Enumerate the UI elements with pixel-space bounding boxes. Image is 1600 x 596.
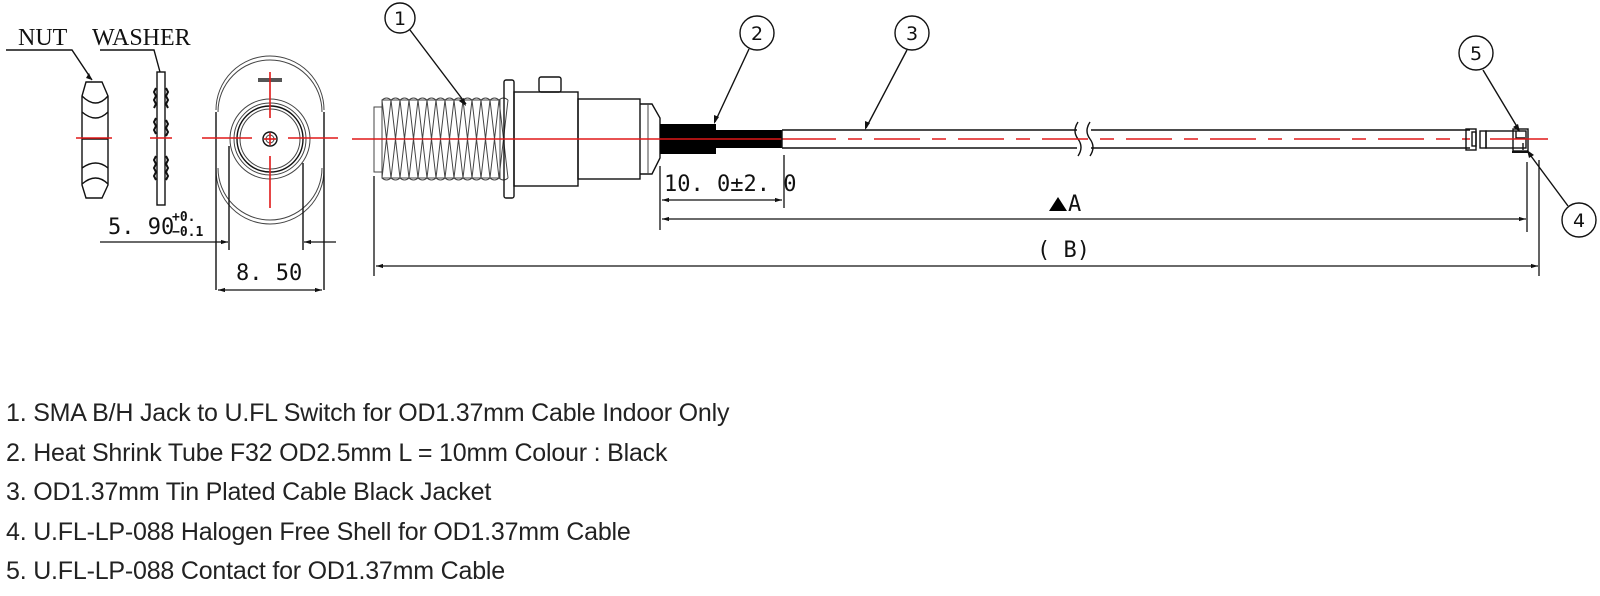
thread-crest (435, 97, 446, 181)
critical-dimension-marker-icon (1049, 197, 1067, 211)
thread-crest (471, 97, 482, 181)
ufl-connector (1465, 128, 1548, 153)
svg-text:2: 2 (751, 23, 763, 45)
washer-part: WASHER (92, 25, 191, 206)
nut-leader (6, 49, 93, 81)
length-a-label: A (1068, 192, 1081, 217)
hole-tol-plus: +0. (172, 210, 195, 225)
balloon-2: 2 (714, 15, 775, 124)
balloon-4: 4 (1527, 150, 1597, 238)
bom-item: 5. U.FL-LP-088 Contact for OD1.37mm Cabl… (6, 557, 505, 585)
thread-crest (381, 97, 392, 181)
sma-connector-side-view (352, 76, 790, 199)
balloon-3: 3 (865, 15, 930, 130)
connector-front-view (202, 55, 338, 290)
thread-crest (453, 97, 464, 181)
thread-crest (408, 97, 419, 181)
thread-crest (390, 97, 401, 181)
length-b-label: ( B) (1037, 238, 1090, 263)
bom-item: 2. Heat Shrink Tube F32 OD2.5mm L = 10mm… (6, 438, 668, 467)
thread-crest (426, 97, 437, 181)
svg-text:1: 1 (394, 8, 406, 30)
nut-part: NUT (6, 25, 112, 199)
length-dimensions: 10. 0±2. 0 A ( B) (373, 155, 1540, 276)
bom-item: 1. SMA B/H Jack to U.FL Switch for OD1.3… (6, 399, 730, 427)
svg-text:5: 5 (1470, 43, 1482, 65)
cable-assembly-drawing: NUT WASHER 5 (6, 2, 1597, 293)
balloon-5: 5 (1458, 35, 1520, 132)
svg-text:3: 3 (906, 23, 918, 45)
thread-crest (444, 97, 455, 181)
washer-leader (100, 49, 161, 73)
thread-crest (462, 97, 473, 181)
svg-text:4: 4 (1573, 210, 1585, 232)
thread-crest (417, 97, 428, 181)
bill-of-materials: 1. SMA B/H Jack to U.FL Switch for OD1.3… (6, 396, 729, 594)
washer-label: WASHER (92, 25, 191, 51)
heat-shrink-length-value: 10. 0±2. 0 (664, 172, 796, 197)
hole-width-dimension: 5. 90 +0. −0.1 (100, 210, 336, 245)
nut-label: NUT (18, 25, 68, 51)
flat-width-dimension: 8. 50 (218, 261, 322, 293)
bom-item: 4. U.FL-LP-088 Halogen Free Shell for OD… (6, 517, 631, 546)
thread-crest (480, 97, 491, 181)
balloon-1: 1 (384, 2, 467, 106)
thread-crest (399, 97, 410, 181)
cable (781, 121, 1470, 157)
flat-width-value: 8. 50 (236, 261, 302, 286)
hole-width-value: 5. 90 (108, 215, 174, 240)
bom-item: 3. OD1.37mm Tin Plated Cable Black Jacke… (6, 478, 492, 506)
hole-tol-minus: −0.1 (172, 225, 203, 240)
thread-crest (489, 97, 500, 181)
